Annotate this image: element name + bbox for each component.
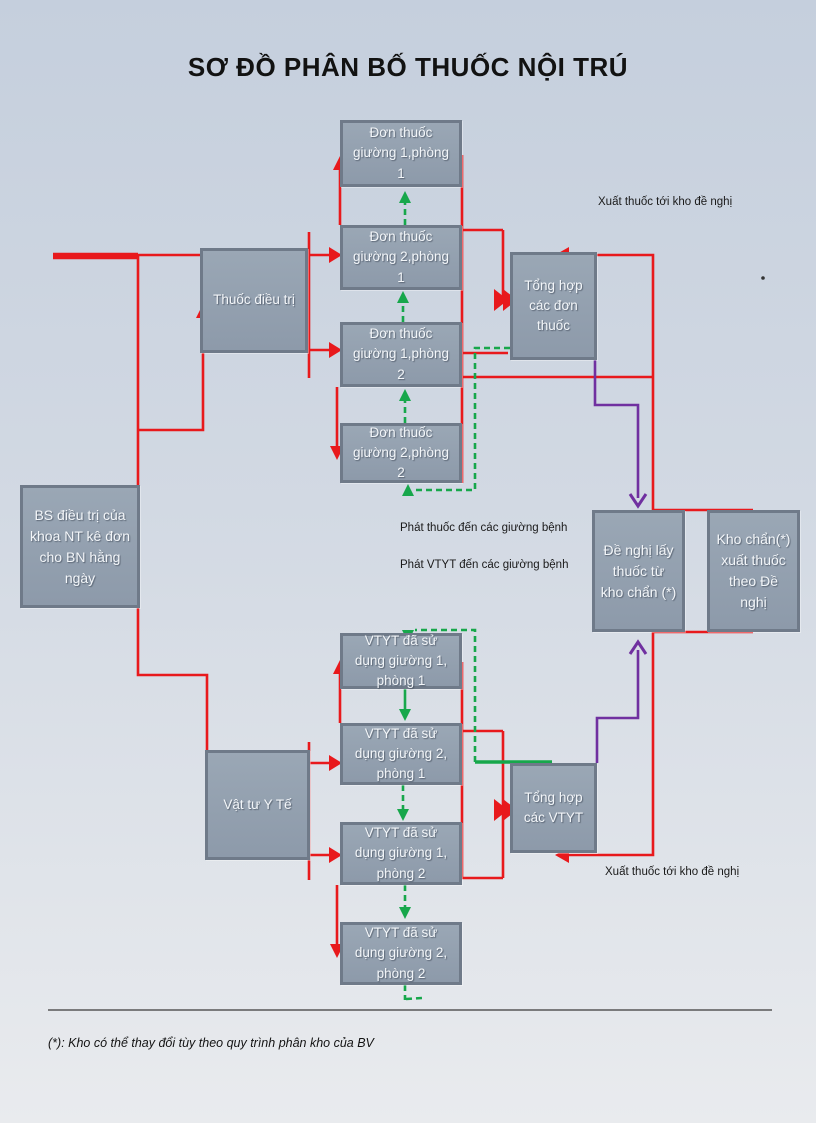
box-tong-hop-vtyt: Tổng hợp các VTYT [510,763,597,853]
box-bs-dieu-tri: BS điều trị của khoa NT kê đơn cho BN hằ… [20,485,140,608]
label-xuat-thuoc-top: Xuất thuốc tới kho đề nghị [598,196,733,208]
box-don-thuoc-2: Đơn thuốc giường 2,phòng 1 [340,225,462,290]
page-title: SƠ ĐỒ PHÂN BỐ THUỐC NỘI TRÚ [187,52,629,82]
label-phat-vtyt: Phát VTYT đến các giường bệnh [400,559,569,571]
box-de-nghi-lay-thuoc: Đề nghị lấy thuốc từ kho chẩn (*) [592,510,685,632]
label-phat-thuoc: Phát thuốc đến các giường bệnh [400,522,568,534]
footnote: (*): Kho có thể thay đổi tùy theo quy tr… [48,1036,374,1050]
box-don-thuoc-4: Đơn thuốc giường 2,phòng 2 [340,423,462,483]
box-vtyt-2: VTYT đã sử dụng giường 2, phòng 1 [340,723,462,785]
box-thuoc-dieu-tri: Thuốc điều trị [200,248,308,353]
box-vtyt-3: VTYT đã sử dụng giường 1, phòng 2 [340,822,462,885]
box-don-thuoc-3: Đơn thuốc giường 1,phòng 2 [340,322,462,387]
box-vat-tu-y-te: Vật tư Y Tế [205,750,310,860]
box-don-thuoc-1: Đơn thuốc giường 1,phòng 1 [340,120,462,187]
box-tong-hop-don-thuoc: Tổng hợp các đơn thuốc [510,252,597,360]
box-vtyt-4: VTYT đã sử dụng giường 2, phòng 2 [340,922,462,985]
label-xuat-thuoc-bottom: Xuất thuốc tới kho đề nghị [605,866,740,878]
box-vtyt-1: VTYT đã sử dụng giường 1, phòng 1 [340,633,462,689]
box-kho-chan: Kho chẩn(*) xuất thuốc theo Đề nghị [707,510,800,632]
